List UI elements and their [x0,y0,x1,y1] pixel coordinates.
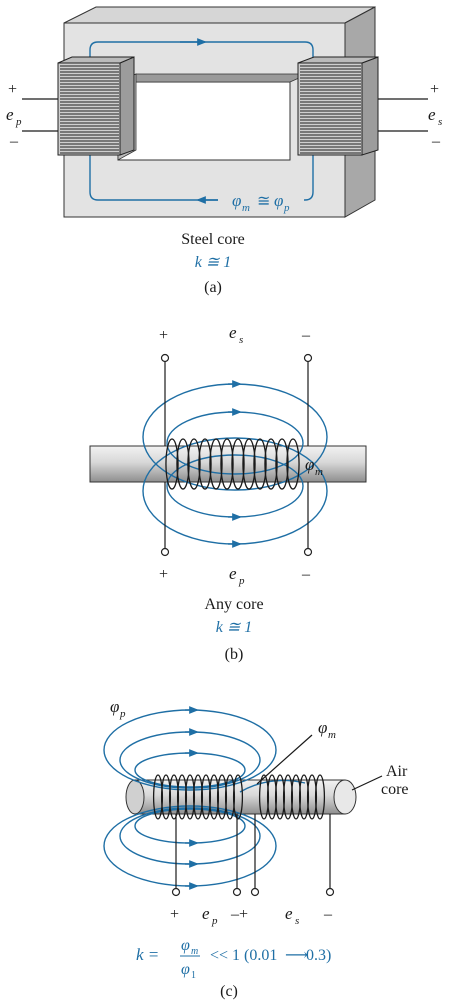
svg-text:k =: k = [136,945,159,964]
coil-b [165,438,300,490]
minus-right: – [431,133,441,150]
phi-m-b: φ [305,455,314,474]
flux-label-a: φ m ≅ φ p [232,191,290,214]
coupling-formula: k = φ m φ 1 << 1 (0.01 ⟶ 0.3) [136,937,331,981]
core-window-inner [117,73,309,83]
es-sub-c: s [295,915,299,927]
plus-right: + [430,81,439,98]
plus-left: + [8,81,17,98]
terminals-c [171,814,335,897]
svg-text:m: m [242,202,250,214]
secondary-coil-c [258,774,326,820]
plus-top-b: + [159,327,168,344]
ep-sub: p [15,116,22,128]
k-label-a: k ≅ 1 [195,254,232,271]
caption-c: (c) [220,983,238,1000]
phi-m-sub-c: m [328,729,336,741]
phi-m-label-c: φ [318,718,327,737]
svg-text:<< 1 (0.01: << 1 (0.01 [210,947,277,964]
k-label-b: k ≅ 1 [216,619,253,636]
es-label-c: e [285,904,293,923]
minus-left: – [9,133,19,150]
svg-text:1: 1 [191,970,196,981]
ep-sub-b: p [238,575,245,587]
primary-coil-a [57,56,135,156]
svg-text:m: m [191,946,198,957]
plus-bottom-b: + [159,566,168,583]
phi-p-sub: p [119,708,126,720]
caption-a: (a) [204,279,222,296]
ep-sub-c: p [211,915,218,927]
svg-text:p: p [283,202,290,214]
air-core-pointer [351,775,383,791]
minus-plus-c: –+ [230,906,248,923]
svg-text:≅: ≅ [257,193,270,210]
flux-loops-c [103,706,306,890]
minus-bottom-b: – [301,566,311,583]
core-top-face [63,6,376,24]
svg-text:φ: φ [232,191,241,210]
svg-text:0.3): 0.3) [306,947,331,964]
secondary-coil-a [297,56,379,156]
core-rod-b [89,445,367,483]
panel-c: φ p φ m Air core + e p –+ e s – k = φ m … [103,697,409,1000]
es-label: e [428,105,436,124]
es-label-b: e [229,323,237,342]
svg-text:φ: φ [274,191,283,210]
plus-c: + [170,906,179,923]
svg-text:φ: φ [181,961,190,978]
core-label-c: core [381,781,409,798]
core-label-b: Any core [204,596,263,613]
svg-text:⟶: ⟶ [285,947,308,964]
svg-text:φ: φ [181,937,190,954]
es-sub: s [438,116,442,128]
rod-right-end [333,779,357,815]
panel-b: + e s – φ m + e p – Any core k ≅ 1 (b) [89,323,367,663]
air-label: Air [386,763,408,780]
minus-top-b: – [301,327,311,344]
core-label-a: Steel core [181,231,245,248]
ep-label-b: e [229,564,237,583]
ep-label-c: e [202,904,210,923]
minus-c: – [323,906,333,923]
panel-a: + e p – + e s – φ m ≅ φ p Steel core k ≅… [6,6,442,296]
ep-label: e [6,105,14,124]
caption-b: (b) [225,646,244,663]
phi-m-sub-b: m [315,466,323,478]
primary-coil-c [152,774,244,820]
phi-p-label: φ [110,697,119,716]
phi-m-pointer [256,734,313,785]
rod-left-end [125,779,145,815]
terminals-b [160,353,313,557]
flux-path-a [89,41,314,201]
es-sub-b: s [239,334,243,346]
